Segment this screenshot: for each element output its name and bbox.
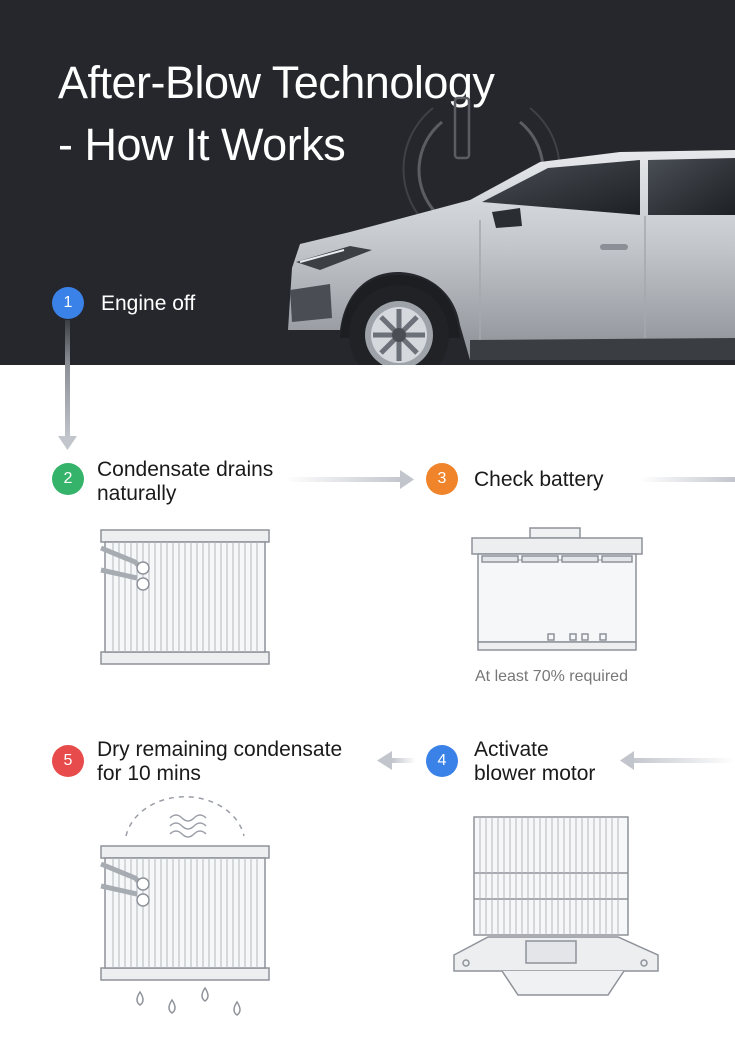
step-3-label: Check battery	[474, 468, 604, 492]
airflow-icon	[125, 795, 245, 838]
car-illustration	[288, 150, 735, 365]
arrow-1-to-2	[58, 320, 77, 450]
step-3-label-line-1: Check battery	[474, 468, 604, 491]
step-1-label: Engine off	[101, 292, 195, 316]
title-line-1: After-Blow Technology	[58, 57, 495, 108]
step-1-label-line-1: Engine off	[101, 292, 196, 315]
page-title: After-Blow Technology - How It Works	[58, 52, 495, 176]
step-4-label-line-2: blower motor	[474, 762, 596, 785]
arrow-2-to-3	[285, 470, 414, 489]
arrow-3-out	[640, 477, 735, 482]
arrow-4-to-5	[377, 751, 416, 770]
water-drop-icon	[136, 986, 241, 1016]
battery-caption: At least 70% required	[475, 668, 628, 685]
step-3-badge: 3	[426, 463, 458, 495]
step-5-label-line-2: for 10 mins	[97, 762, 201, 785]
arrow-into-4	[620, 751, 735, 770]
step-5-badge: 5	[52, 745, 84, 777]
step-5-label: Dry remaining condensate for 10 mins	[97, 738, 342, 786]
step-4-label: Activate blower motor	[474, 738, 595, 786]
step-1-badge: 1	[52, 287, 84, 319]
step-5-label-line-1: Dry remaining condensate	[97, 738, 343, 761]
step-2-label: Condensate drains naturally	[97, 458, 273, 506]
hero-banner: After-Blow Technology - How It Works	[0, 0, 735, 365]
step-4-badge: 4	[426, 745, 458, 777]
step-2-label-line-1: Condensate drains	[97, 458, 274, 481]
step-2-label-line-2: naturally	[97, 482, 177, 505]
step-2-badge: 2	[52, 463, 84, 495]
step-4-label-line-1: Activate	[474, 738, 549, 761]
evaporator-2	[100, 845, 270, 981]
title-line-2: - How It Works	[58, 119, 346, 170]
